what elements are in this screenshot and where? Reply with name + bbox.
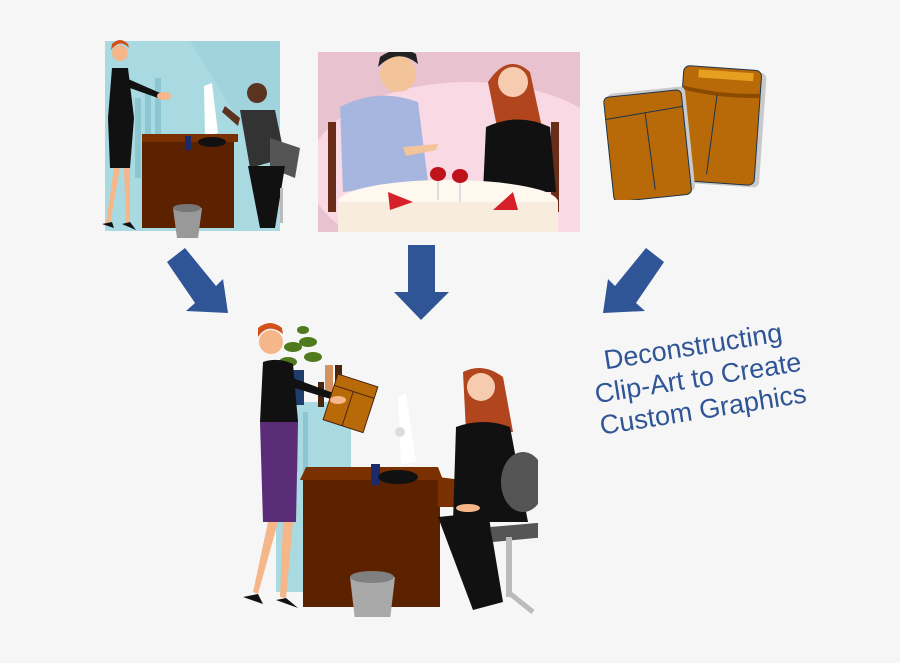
office-meeting-clipart	[100, 38, 305, 238]
dinner-date-clipart	[318, 52, 580, 232]
envelopes-clipart	[600, 65, 770, 200]
arrow-down-left-icon	[600, 245, 666, 315]
arrow-down-icon	[393, 244, 451, 321]
caption-text: Deconstructing Clip-Art to Create Custom…	[572, 312, 824, 444]
arrow-down-right-icon	[165, 245, 231, 315]
combined-office-clipart	[238, 322, 538, 617]
